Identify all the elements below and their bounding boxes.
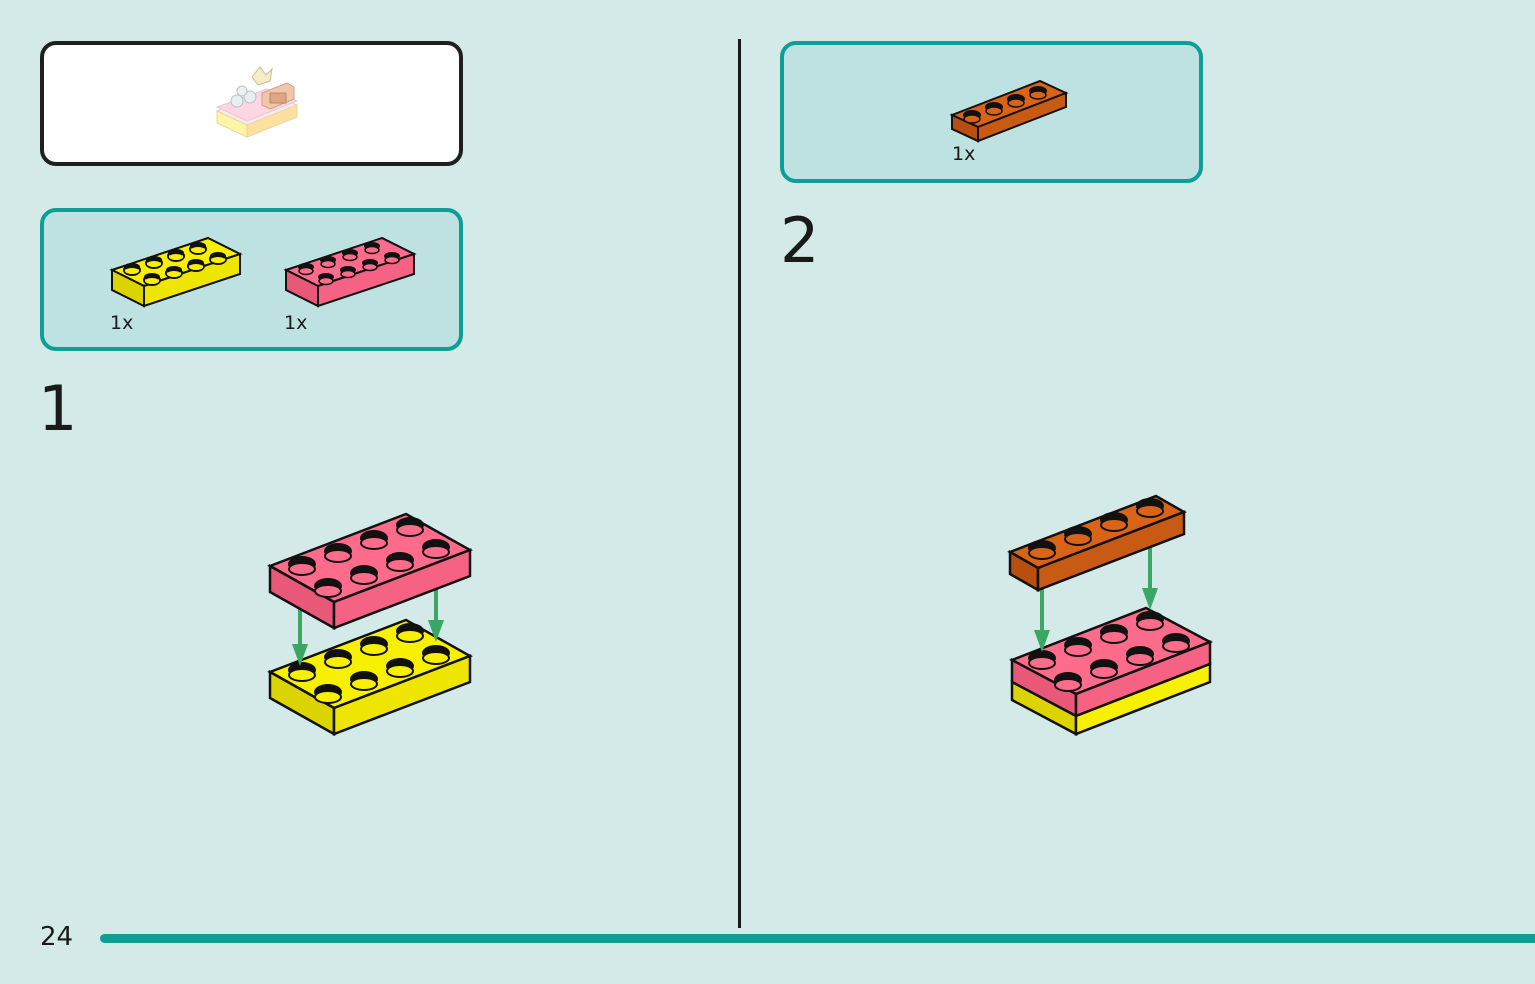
orange-1x4-plate-icon xyxy=(949,79,1069,143)
step-2-assembly-illustration xyxy=(1007,494,1213,737)
step-1-parts-box: 1x 1x xyxy=(40,208,463,351)
yellow-plate-assembly-icon xyxy=(267,618,473,737)
step-2-number: 2 xyxy=(780,204,820,277)
page-divider xyxy=(738,39,741,928)
step-2-parts-box: 1x xyxy=(780,41,1203,183)
page-number: 24 xyxy=(40,922,74,952)
orange-plate-assembly-icon xyxy=(1007,494,1187,593)
model-preview-box xyxy=(40,41,463,166)
pink-plate-assembly-icon xyxy=(267,512,473,631)
down-arrow-icon xyxy=(1034,546,1158,652)
page-footer-bar xyxy=(100,934,1535,943)
pink-2x4-plate-icon xyxy=(283,236,417,308)
step-1-number: 1 xyxy=(38,372,78,445)
orange-plate-qty: 1x xyxy=(952,143,976,165)
finished-model-thumbnail-icon xyxy=(215,66,299,138)
pink-plate-qty: 1x xyxy=(284,312,308,334)
yellow-2x4-plate-icon xyxy=(109,236,243,308)
yellow-plate-qty: 1x xyxy=(110,312,134,334)
step-1-assembly-illustration xyxy=(267,512,473,737)
pink-yellow-stack-icon xyxy=(1009,606,1213,737)
